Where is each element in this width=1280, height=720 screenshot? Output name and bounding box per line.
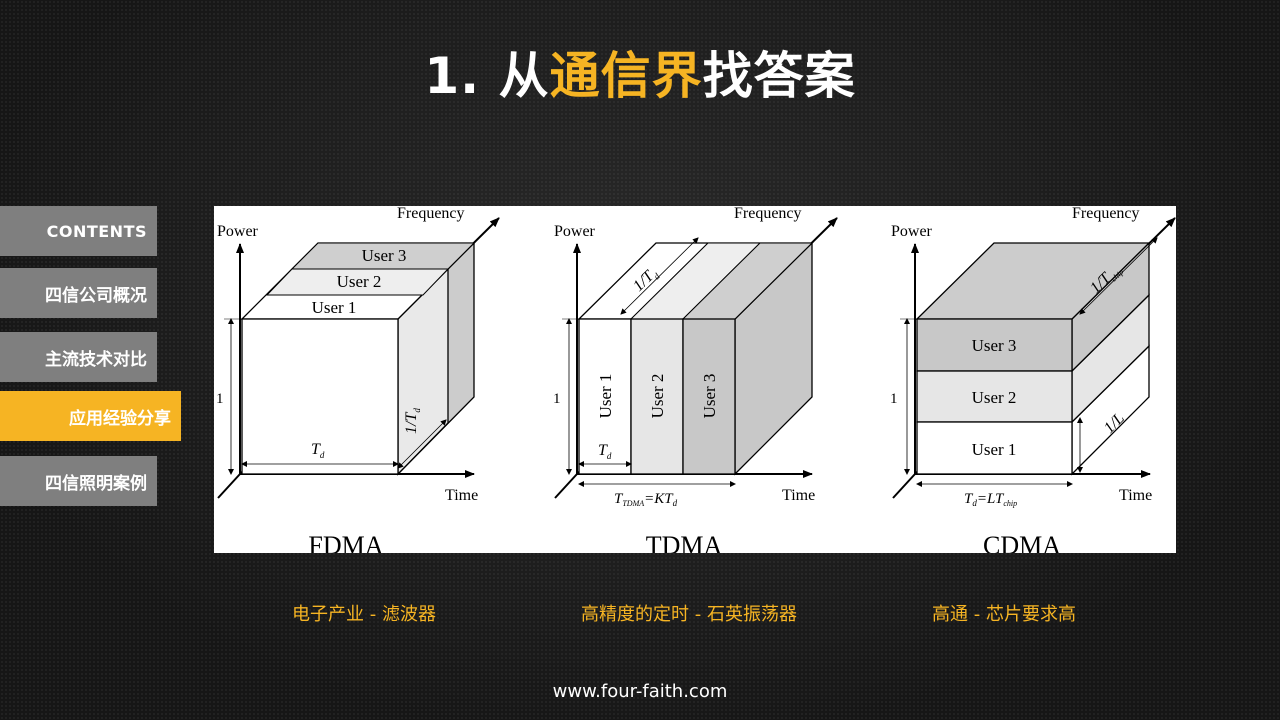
fdma-user-3-label: User 3 <box>362 246 407 265</box>
cdma-power-axis-label: Power <box>891 223 933 240</box>
tdma-frequency-axis-label: Frequency <box>734 206 802 222</box>
tdma-frame-label: TTDMA=KTd <box>614 491 678 508</box>
cdma-name: CDMA <box>983 531 1061 553</box>
cdma-user-1-label: User 1 <box>972 440 1017 459</box>
title-accent: 通信界 <box>549 47 703 105</box>
fdma-frequency-axis-label: Frequency <box>397 206 465 222</box>
cdma-frequency-axis-label: Frequency <box>1072 206 1140 222</box>
nav-item-company-overview[interactable]: 四信公司概况 <box>0 268 157 318</box>
cdma-one-label: 1 <box>890 391 898 407</box>
page-title: 1. 从通信界找答案 <box>0 44 1280 108</box>
nav-item-tech-comparison[interactable]: 主流技术对比 <box>0 332 157 382</box>
fdma-time-axis-label: Time <box>445 487 478 504</box>
tdma-power-axis-label: Power <box>554 223 596 240</box>
fdma-user-1-label: User 1 <box>312 298 357 317</box>
fdma-diagram: User 3 User 2 User 1 1 Td 1/Td Power Fre… <box>216 206 500 553</box>
cdma-user-2-label: User 2 <box>972 388 1017 407</box>
tdma-width-label: Td <box>598 442 612 461</box>
fdma-depth-label: 1/Td <box>403 408 422 434</box>
caption-chip: 高通 - 芯片要求高 <box>932 604 1076 625</box>
tdma-user-3-label: User 3 <box>700 374 719 419</box>
footer-url: www.four-faith.com <box>552 681 728 702</box>
nav-item-application-experience[interactable]: 应用经验分享 <box>0 391 181 441</box>
caption-oscillator: 高精度的定时 - 石英振荡器 <box>581 604 797 625</box>
tdma-name: TDMA <box>646 531 723 553</box>
cdma-time-axis-label: Time <box>1119 487 1152 504</box>
fdma-user-2-label: User 2 <box>337 272 382 291</box>
multiple-access-figure: User 3 User 2 User 1 1 Td 1/Td Power Fre… <box>214 206 1176 553</box>
cdma-diagram: User 3 User 2 User 1 1 1/L 1/Tchip Td=LT… <box>890 206 1176 553</box>
tdma-user-1-label: User 1 <box>596 374 615 419</box>
fdma-one-label: 1 <box>216 391 224 407</box>
nav-item-lighting-cases[interactable]: 四信照明案例 <box>0 456 157 506</box>
fdma-width-label: Td <box>311 441 325 460</box>
fdma-power-axis-label: Power <box>217 223 259 240</box>
fdma-name: FDMA <box>308 531 383 553</box>
nav-item-contents[interactable]: CONTENTS <box>0 206 157 256</box>
tdma-diagram: User 1 User 2 User 3 1 Td 1/Td TTDMA=KTd… <box>553 206 838 553</box>
tdma-time-axis-label: Time <box>782 487 815 504</box>
title-prefix: 1. 从 <box>424 47 550 105</box>
tdma-one-label: 1 <box>553 391 561 407</box>
caption-filter: 电子产业 - 滤波器 <box>292 604 436 625</box>
title-suffix: 找答案 <box>702 47 856 105</box>
tdma-user-2-label: User 2 <box>648 374 667 419</box>
cdma-user-3-label: User 3 <box>972 336 1017 355</box>
cdma-frame-label: Td=LTchip <box>964 491 1017 508</box>
